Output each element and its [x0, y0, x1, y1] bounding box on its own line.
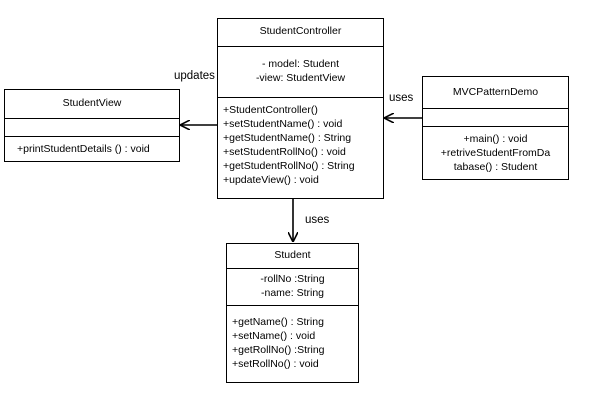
class-name: StudentController	[259, 25, 342, 37]
student-view-class: StudentView +printStudentDetails () : vo…	[4, 89, 180, 162]
attributes-empty	[5, 118, 179, 136]
method: +getStudentName() : String	[223, 132, 352, 144]
method: +setRollNo() : void	[232, 358, 319, 370]
class-name: Student	[274, 249, 311, 261]
method: +setName() : void	[232, 330, 316, 342]
student-controller-class: StudentController - model: Student -view…	[217, 18, 384, 199]
mvc-pattern-demo-class: MVCPatternDemo +main() : void +retriveSt…	[422, 76, 569, 180]
method: +getName() : String	[232, 316, 324, 328]
uses-model-label: uses	[305, 214, 330, 226]
method: +setStudentRollNo() : void	[223, 146, 346, 158]
method: +retriveStudentFromDa	[440, 147, 551, 159]
attribute: -rollNo :String	[260, 273, 325, 285]
method: tabase() : Student	[453, 161, 538, 173]
method: +main() : void	[463, 133, 528, 145]
uses-demo-label: uses	[389, 92, 414, 104]
method: +getRollNo() :String	[232, 344, 325, 356]
attribute: -view: StudentView	[255, 72, 346, 84]
updates-label: updates	[174, 70, 215, 82]
class-name: StudentView	[62, 97, 122, 109]
method: +getStudentRollNo() : String	[223, 160, 355, 172]
attribute: - model: Student	[261, 58, 340, 70]
attribute: -name: String	[260, 287, 325, 299]
attributes-empty	[423, 108, 568, 126]
student-class: Student -rollNo :String -name: String +g…	[226, 243, 359, 383]
class-name: MVCPatternDemo	[452, 86, 539, 98]
method: +updateView() : void	[223, 174, 319, 186]
method: +StudentController()	[223, 104, 318, 116]
method: +printStudentDetails () : void	[17, 143, 150, 155]
method: +setStudentName() : void	[223, 118, 343, 130]
